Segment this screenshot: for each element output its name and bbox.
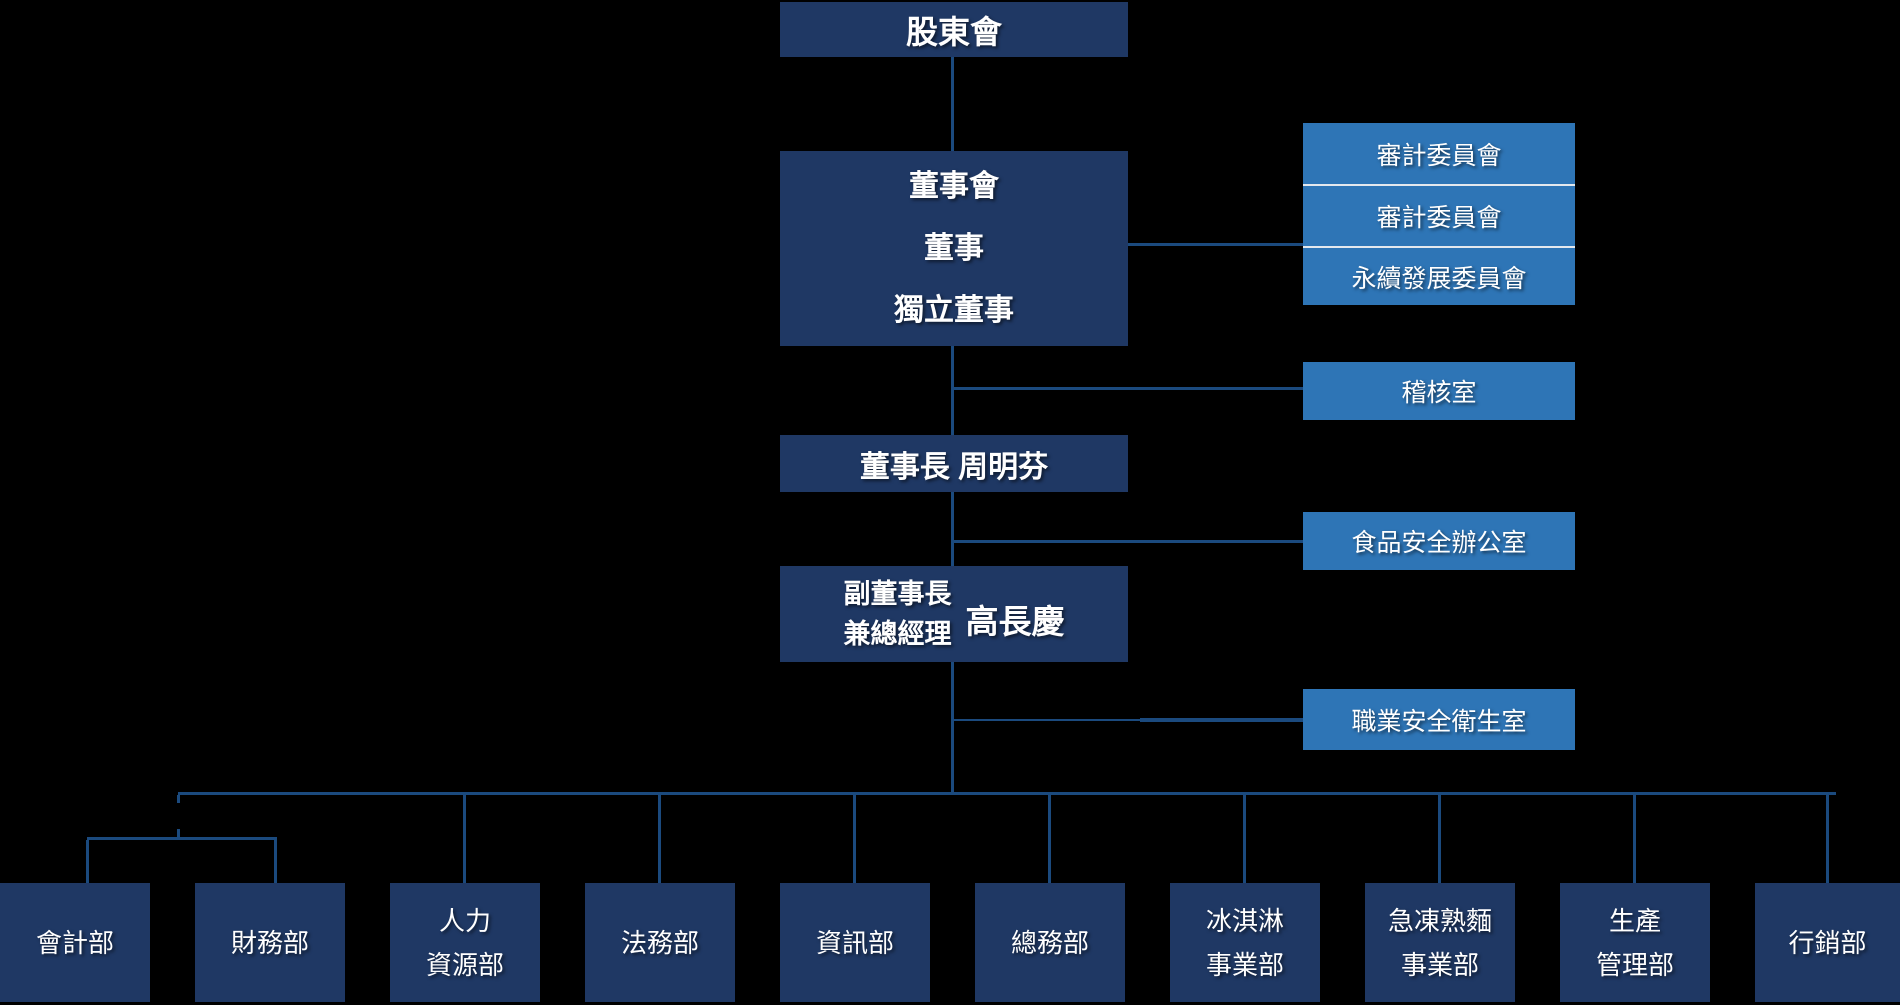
node-label: 審計委員會: [1376, 204, 1502, 232]
node-label: 股東會: [905, 13, 1002, 50]
connector-audit-office: [952, 387, 1303, 390]
node-label: 董事會: [909, 169, 999, 203]
node-label: 董事長 周明芬: [859, 450, 1049, 484]
connector-drop-accounting: [86, 840, 89, 883]
node-label: 職業安全衛生室: [1351, 707, 1527, 736]
connector-board-committees: [1128, 243, 1303, 246]
connector-drop-production: [1633, 795, 1636, 883]
node-dept-human-resources: 人力 資源部: [390, 883, 540, 1002]
connector-drop-finance: [274, 840, 277, 883]
connector-main-rail: [178, 792, 1836, 795]
node-label: 稽核室: [1401, 379, 1477, 407]
node-label: 獨立董事: [894, 293, 1014, 327]
connector-subrail-tick-up: [177, 829, 180, 837]
node-audit-committee-1: 審計委員會: [1303, 123, 1575, 184]
connector-drop-marketing: [1826, 795, 1829, 883]
connector-drop-hr: [463, 795, 466, 883]
node-dept-information: 資訊部: [780, 883, 930, 1002]
node-dept-legal: 法務部: [585, 883, 735, 1002]
connector-food-safety-office: [952, 540, 1303, 543]
connector-vicechairman-departments: [951, 662, 954, 793]
connector-shareholders-board: [951, 57, 954, 151]
node-dept-finance: 財務部: [195, 883, 345, 1002]
node-occupational-safety-office: 職業安全衛生室: [1303, 689, 1575, 750]
connector-drop-legal: [658, 795, 661, 883]
connector-occupational-office-thin: [952, 719, 1142, 721]
node-label: 審計委員會: [1376, 141, 1502, 170]
node-food-safety-office: 食品安全辦公室: [1303, 512, 1575, 570]
node-shareholders-meeting: 股東會: [780, 2, 1128, 57]
committee-divider: [1303, 246, 1575, 248]
node-label: 永續發展委員會: [1351, 264, 1527, 293]
connector-sub-rail: [87, 837, 277, 840]
node-board-of-directors: 董事會 董事 獨立董事: [780, 151, 1128, 346]
node-dept-ice-cream-division: 冰淇淋 事業部: [1170, 883, 1320, 1002]
node-audit-committee-2: 審計委員會: [1303, 186, 1575, 246]
vice-chairman-content: 副董事長 兼總經理 高長慶: [844, 574, 1065, 654]
connector-drop-ice-cream: [1243, 795, 1246, 883]
connector-drop-frozen-noodle: [1438, 795, 1441, 883]
node-dept-production-management: 生產 管理部: [1560, 883, 1710, 1002]
node-sustainability-committee: 永續發展委員會: [1303, 248, 1575, 305]
committee-divider: [1303, 184, 1575, 186]
node-label: 食品安全辦公室: [1351, 529, 1527, 557]
node-vice-chairman-general-manager: 副董事長 兼總經理 高長慶: [780, 566, 1128, 662]
node-audit-office: 稽核室: [1303, 362, 1575, 420]
vice-chairman-name: 高長慶: [965, 603, 1065, 640]
connector-board-chairman: [951, 346, 954, 436]
node-dept-general-affairs: 總務部: [975, 883, 1125, 1002]
node-dept-accounting: 會計部: [0, 883, 150, 1002]
connector-chairman-vicechairman: [951, 492, 954, 566]
vice-chairman-title: 副董事長 兼總經理: [843, 579, 952, 649]
connector-drop-it: [853, 795, 856, 883]
node-label: 董事: [924, 231, 984, 265]
connector-drop-general-affairs: [1048, 795, 1051, 883]
connector-rail-tick-down: [177, 795, 180, 803]
connector-occupational-office-thick: [1140, 718, 1303, 722]
node-dept-frozen-noodle-division: 急凍熟麵 事業部: [1365, 883, 1515, 1002]
node-chairman: 董事長 周明芬: [780, 435, 1128, 492]
node-dept-marketing: 行銷部: [1755, 883, 1900, 1002]
